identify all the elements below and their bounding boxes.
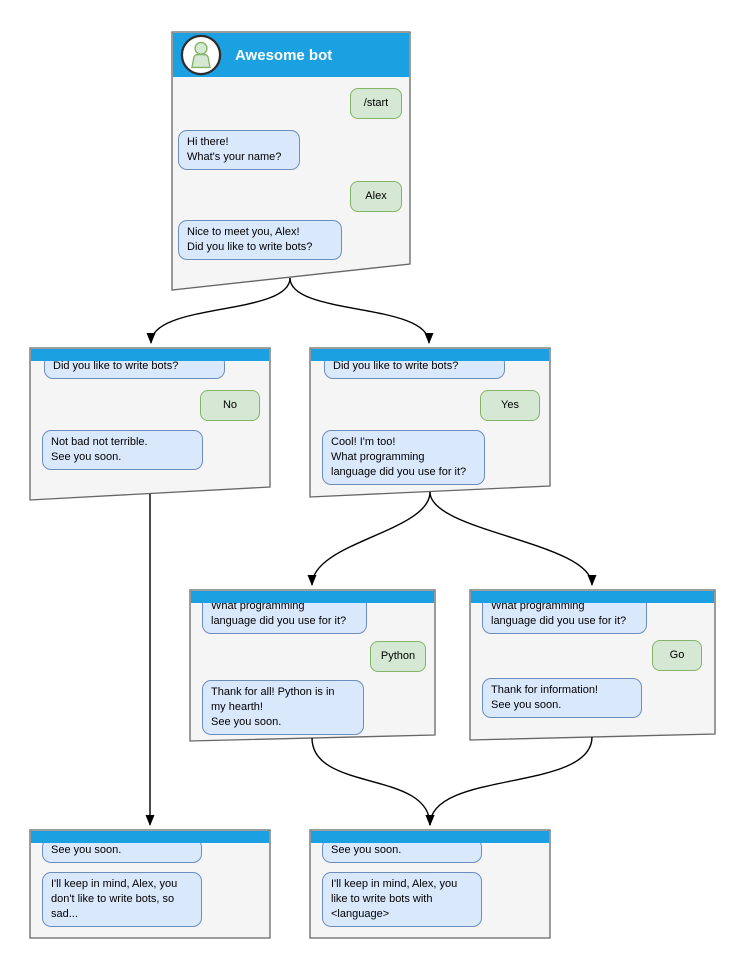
chat-window-header: Awesome bot [173,33,409,77]
user-message-bubble: Yes [480,390,540,421]
bot-avatar-icon [180,34,222,76]
window-titlebar [31,349,269,361]
bot-message-bubble: Thank for information! See you soon. [482,678,642,718]
bot-message-bubble: Thank for all! Python is in my hearth! S… [202,680,364,735]
arrow-go-to-end [425,736,593,826]
user-message-bubble: Python [370,641,426,672]
window-titlebar [311,831,549,843]
arrow-start-to-no [146,277,291,344]
arrow-python-to-end [311,737,435,826]
bot-title: Awesome bot [235,46,333,64]
window-titlebar [31,831,269,843]
bot-message-bubble: Not bad not terrible. See you soon. [42,430,203,470]
arrow-yes-to-python [307,491,431,586]
bot-message-bubble: I'll keep in mind, Alex, you don't like … [42,872,202,927]
bot-message-bubble: Hi there! What's your name? [178,130,300,170]
arrow-yes-to-go [429,491,597,586]
window-titlebar [311,349,549,361]
user-message-bubble: /start [350,88,402,119]
user-message-bubble: Alex [350,181,402,212]
bot-message-bubble: I'll keep in mind, Alex, you like to wri… [322,872,482,927]
bot-message-bubble: Cool! I'm too! What programming language… [322,430,485,485]
bot-message-bubble: Nice to meet you, Alex! Did you like to … [178,220,342,260]
user-message-bubble: Go [652,640,702,671]
arrow-start-to-yes [289,277,434,344]
user-message-bubble: No [200,390,260,421]
window-titlebar [191,591,434,603]
window-titlebar [471,591,714,603]
